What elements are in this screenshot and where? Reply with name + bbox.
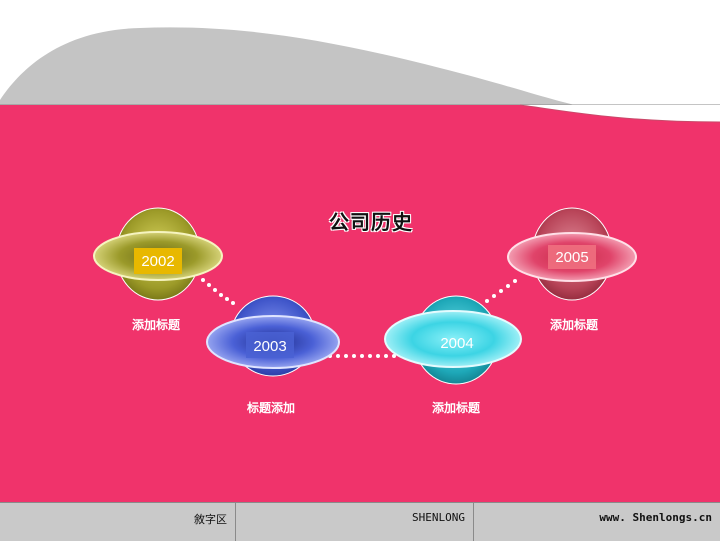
year-badge-2005: 2005	[555, 248, 589, 266]
year-badge-2003: 2003	[253, 337, 287, 355]
node-2003	[206, 295, 340, 377]
slide-title: 公司历史	[329, 210, 413, 234]
node-2002	[93, 207, 223, 301]
timeline-label-2002: 添加标题	[131, 318, 180, 332]
footer-cell-middle: SHENLONG	[236, 503, 474, 541]
footer-bar: 敘字区 SHENLONG www. Shenlongs.cn	[0, 502, 720, 541]
footer-right-text: www. Shenlongs.cn	[599, 511, 712, 524]
year-badge-2002: 2002	[141, 252, 175, 270]
timeline-label-2005: 添加标题	[549, 318, 598, 332]
footer-cell-left: 敘字区	[0, 503, 236, 541]
year-badge-2004: 2004	[440, 334, 474, 352]
node-2004	[384, 295, 522, 385]
timeline-label-2003: 标题添加	[246, 401, 295, 415]
footer-cell-right: www. Shenlongs.cn	[474, 503, 720, 541]
node-2005	[507, 207, 637, 301]
timeline-label-2004: 添加标题	[431, 401, 480, 415]
footer-left-text: 敘字区	[194, 513, 227, 526]
footer-middle-text: SHENLONG	[412, 511, 465, 524]
